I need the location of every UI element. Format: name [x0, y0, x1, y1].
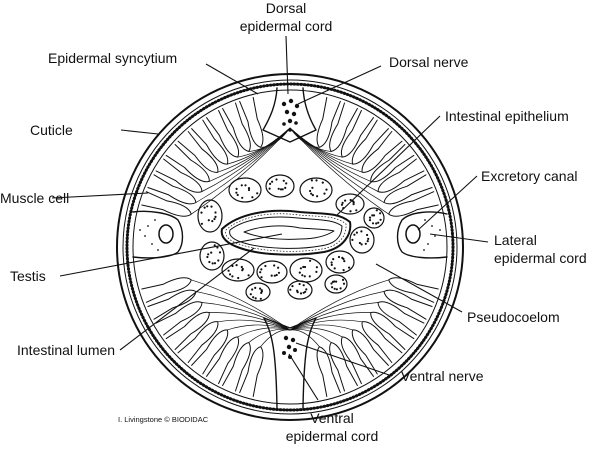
intestinal-epithelium-inner — [229, 216, 343, 249]
label-dorsal-epidermal-cord-line1: Dorsal — [266, 0, 306, 16]
testis-lobe — [265, 174, 295, 198]
cuticle-inner — [122, 79, 458, 415]
dorsal-nerve-cells — [281, 98, 300, 132]
label-testis: Testis — [10, 268, 46, 284]
muscle-quadrants — [141, 97, 439, 397]
muscle-cell — [361, 321, 403, 363]
testis-lobe — [245, 282, 271, 302]
label-dorsal-epidermal-cord-line2: epidermal cord — [240, 18, 333, 34]
muscle-arm — [289, 329, 320, 348]
muscle-arm — [289, 312, 372, 331]
muscle-cell — [141, 191, 192, 217]
ventral-nerve-cells — [282, 335, 297, 359]
left-lateral-epidermal-cord — [132, 210, 184, 259]
credit-text: I. Livingstone © BIODIDAC — [118, 415, 209, 424]
testis-lobe — [325, 250, 355, 274]
label-ventral-epidermal-cord-line1: Ventral — [310, 410, 354, 426]
muscle-arm — [289, 127, 390, 215]
muscle-cell — [239, 346, 264, 397]
testis-lobe — [289, 257, 323, 283]
label-epidermal-syncytium: Epidermal syncytium — [48, 50, 177, 66]
testis-lobe — [349, 226, 375, 254]
muscle-arm — [289, 127, 379, 192]
muscle-cell — [316, 97, 341, 148]
testis-lobe — [335, 193, 365, 215]
muscle-arm — [217, 127, 291, 173]
muscle-arm — [289, 127, 363, 173]
epidermal-syncytium-stipple — [125, 82, 455, 412]
intestinal-lumen — [243, 225, 335, 240]
label-dorsal-nerve: Dorsal nerve — [389, 54, 469, 70]
label-excretory-canal: Excretory canal — [481, 168, 577, 184]
intestinal-epithelium-outer — [220, 209, 352, 256]
right-excretory-canal — [405, 224, 421, 244]
testis-lobe — [199, 241, 225, 271]
muscle-arm — [289, 302, 379, 331]
muscle-arm — [237, 327, 291, 338]
dorsal-epidermal-cord — [262, 87, 317, 143]
label-muscle-cell: Muscle cell — [0, 190, 69, 206]
ventral-epidermal-cord — [263, 317, 317, 409]
muscle-arm — [260, 127, 291, 148]
right-lateral-epidermal-cord — [396, 211, 448, 259]
body-wall — [116, 73, 464, 421]
muscle-arm — [217, 319, 291, 331]
testis-lobe — [324, 274, 348, 294]
label-intestinal-lumen: Intestinal lumen — [17, 342, 115, 358]
testis-lobe — [197, 199, 223, 233]
muscle-cell — [361, 131, 403, 173]
intestinal-epithelium-hatch — [225, 213, 347, 252]
testis-lobes — [197, 174, 385, 302]
left-excretory-canal — [158, 224, 174, 244]
label-lateral-epidermal-cord-line1: Lateral — [494, 232, 537, 248]
label-intestinal-epithelium: Intestinal epithelium — [445, 108, 569, 124]
testis-lobe — [363, 207, 385, 229]
muscle-arm — [289, 279, 390, 331]
muscle-cell — [177, 131, 219, 173]
muscle-cell — [177, 321, 219, 363]
testis-lobe — [256, 260, 288, 284]
muscle-arm — [289, 324, 354, 331]
muscle-cell — [239, 97, 264, 148]
testis-lobe — [228, 177, 262, 203]
label-cuticle: Cuticle — [30, 122, 73, 138]
muscle-arm — [248, 127, 291, 152]
label-ventral-nerve: Ventral nerve — [401, 368, 484, 384]
epidermal-syncytium-inner — [132, 89, 448, 405]
muscle-arm — [289, 319, 363, 331]
muscle-cell — [141, 277, 192, 303]
label-ventral-epidermal-cord-line2: epidermal cord — [286, 428, 379, 444]
muscle-arm — [190, 279, 291, 331]
muscle-arm — [201, 302, 291, 331]
muscle-arm — [226, 324, 291, 331]
testis-lobe — [221, 258, 255, 282]
leader-lines — [51, 35, 489, 401]
muscle-arm — [208, 312, 291, 331]
intestine — [220, 209, 352, 256]
testis-lobe — [299, 177, 333, 203]
cuticle-outer — [116, 73, 464, 421]
label-lateral-epidermal-cord-line2: epidermal cord — [494, 250, 587, 266]
label-pseudocoelom: Pseudocoelom — [467, 309, 560, 325]
labels: Dorsal epidermal cord Epidermal syncytiu… — [0, 0, 587, 444]
testis-lobe — [287, 280, 313, 300]
muscle-cell — [388, 277, 439, 303]
